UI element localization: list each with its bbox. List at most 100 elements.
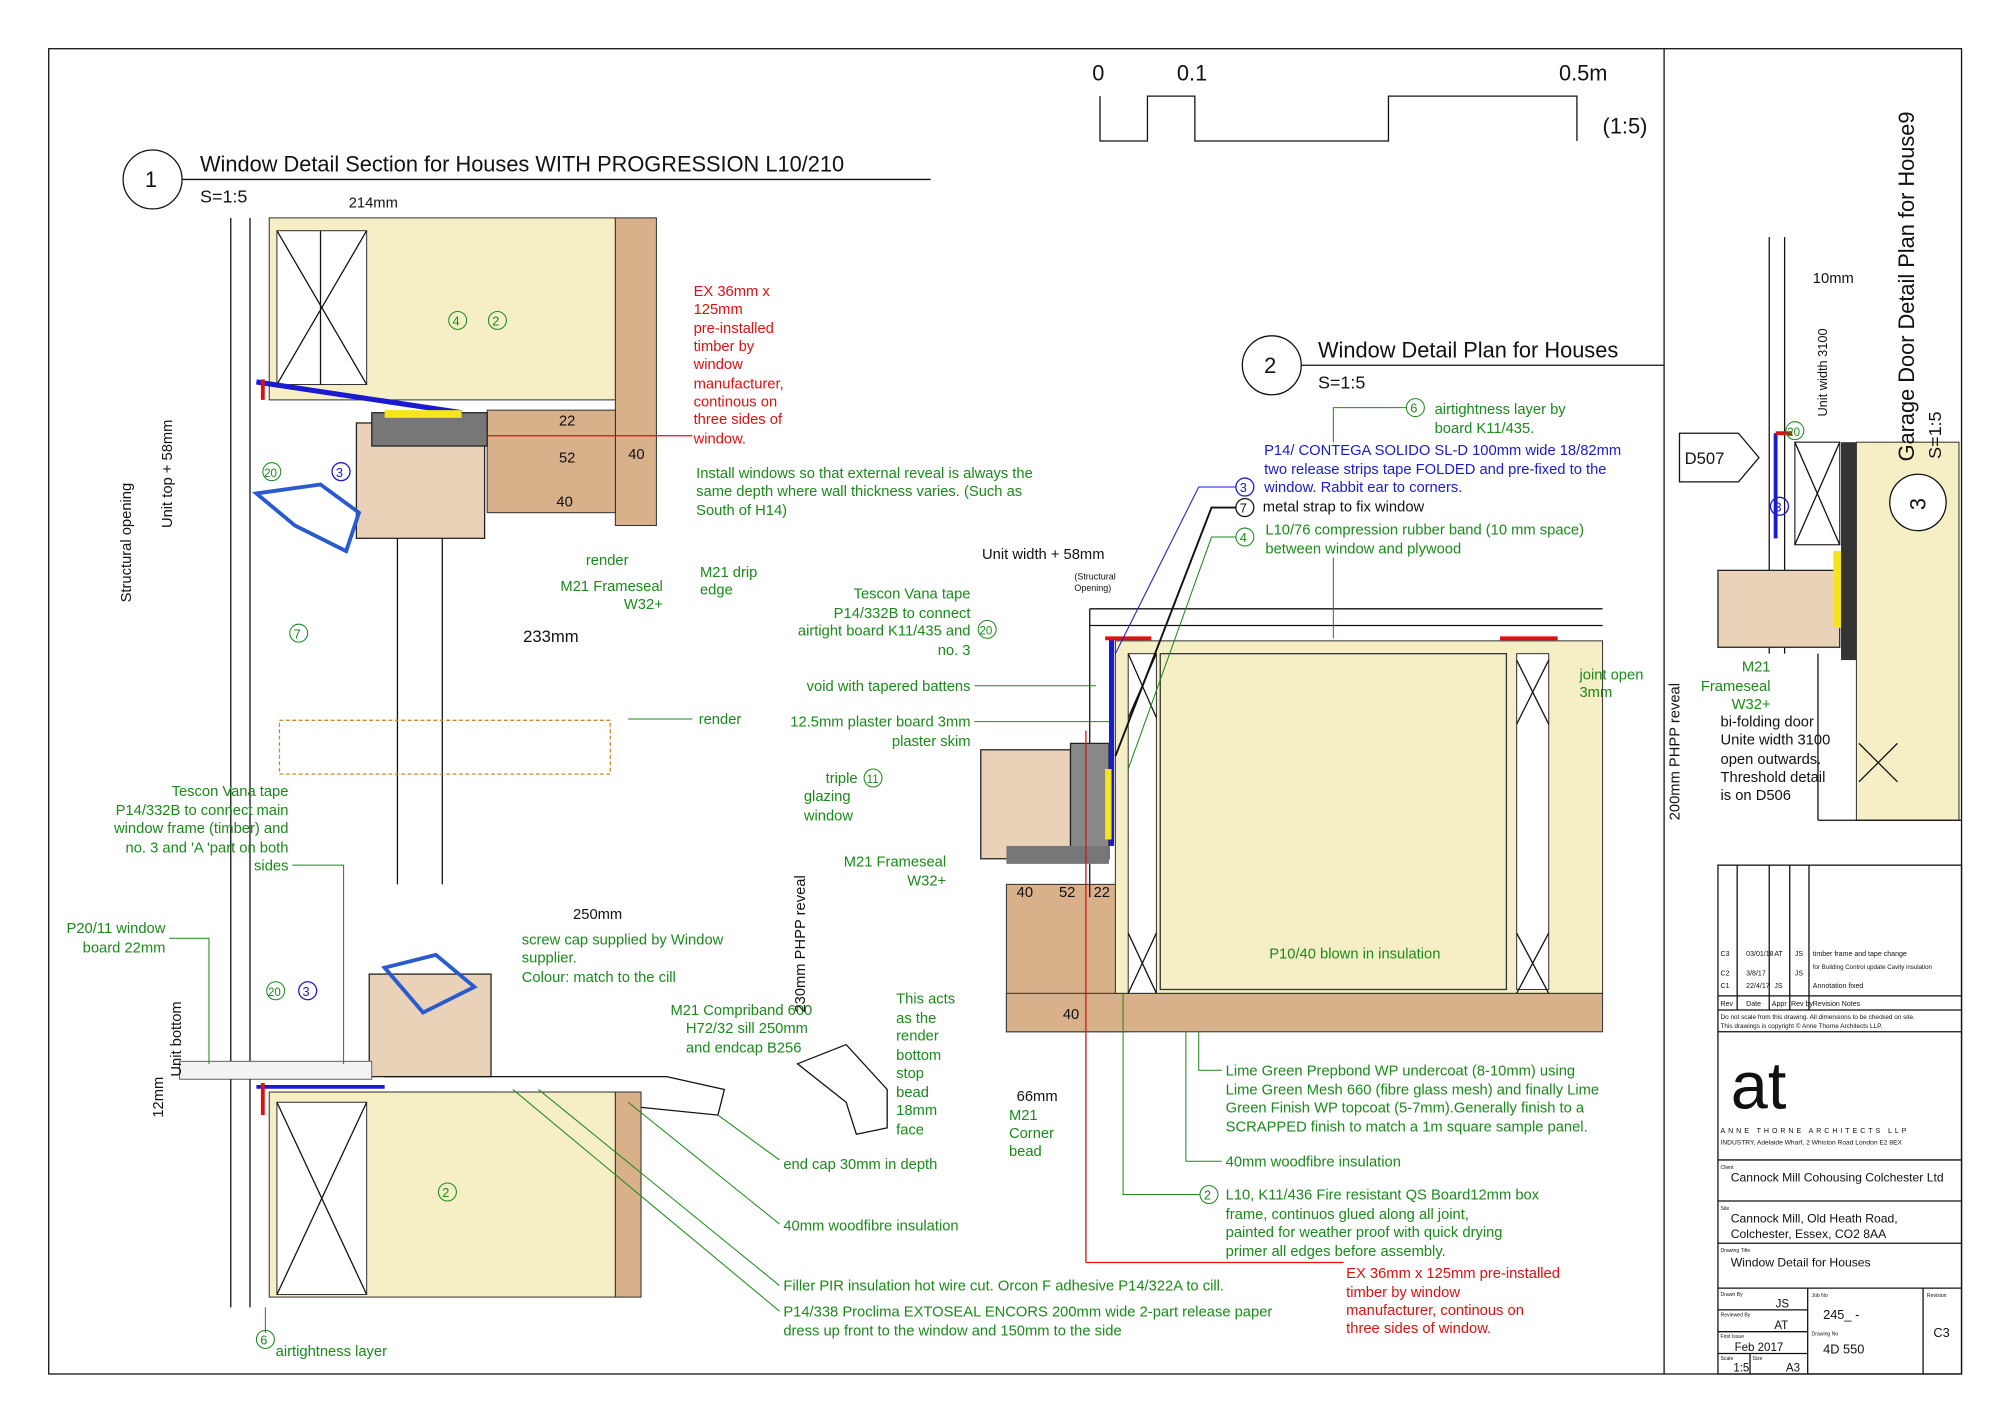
detail2-markers-0-text: 6 <box>1410 401 1417 416</box>
detail2-lime-1-text: Lime Green Mesh 660 (fibre glass mesh) a… <box>1226 1083 1600 1099</box>
detail1-install_note-2-text: South of H14) <box>696 503 787 519</box>
middle-bead_note-5-text: bead <box>896 1085 929 1101</box>
title_block-headers-notes-text: Revision Notes <box>1813 1001 1861 1008</box>
title-block: C3 03/01/18 AT JS timber frame and tape … <box>1717 864 1963 1375</box>
scale-bar: 0 0.1 0.5m (1:5) <box>1092 61 1648 142</box>
detail1-dims-d233-text: 233mm <box>523 627 579 646</box>
detail1-render1-text: render <box>586 553 629 569</box>
title_block-revisions-0-rev-text: C3 <box>1721 951 1730 958</box>
detail1-dims-unit_bottom-text: Unit bottom <box>169 1001 185 1076</box>
detail1-red_note-1-text: 125mm <box>694 302 743 318</box>
detail1-red_note-2-text: pre-installed <box>694 321 774 337</box>
detail3-d10-text: 10mm <box>1813 271 1854 287</box>
detail3-door-0-text: bi-folding door <box>1721 715 1814 731</box>
detail1-red_note-7-text: three sides of <box>694 412 783 428</box>
detail-1-drawing: 214mm 22 52 40 40 233mm 250mm Structural… <box>119 196 726 1308</box>
detail1-screwcap-1-text: supplier. <box>522 951 577 967</box>
scale_bar-t2-text: 0.5m <box>1559 61 1607 86</box>
detail2-tescon-1-text: P14/332B to connect <box>834 606 971 622</box>
detail2-plaster-0-text: 12.5mm plaster board 3mm <box>790 715 970 731</box>
title_block-revisions-2-notes-text: Annotation fixed <box>1813 983 1864 990</box>
title_block-job_label-text: Job No <box>1812 1293 1828 1299</box>
detail2-num-text: 2 <box>1264 353 1276 378</box>
detail2-red_note-0-text: EX 36mm x 125mm pre-installed <box>1346 1266 1560 1282</box>
detail3-unit_width-text: Unit width 3100 <box>1815 328 1830 416</box>
title_block-disclaimer-0-text: Do not scale from this drawing. All dime… <box>1721 1014 1916 1021</box>
detail1-install_note-1-text: same depth where wall thickness varies. … <box>696 484 1022 500</box>
detail-2-heading: 2 Window Detail Plan for Houses S=1:5 <box>1241 335 1665 396</box>
detail3-num-text: 3 <box>1906 498 1931 510</box>
detail1-screwcap-2-text: Colour: match to the cill <box>522 970 676 986</box>
title_block-dwg-text: 4D 550 <box>1823 1341 1864 1356</box>
detail1-markers-8-text: 6 <box>260 1333 267 1348</box>
detail3-frameseal-0-text: M21 <box>1742 660 1771 676</box>
detail1-dims-d52-text: 52 <box>559 451 575 467</box>
title_block-revisions-2-date-text: 22/4/17 <box>1746 983 1770 990</box>
detail2-contega-1-text: two release strips tape FOLDED and pre-f… <box>1264 462 1606 478</box>
detail2-markers-4-text: 11 <box>867 774 879 786</box>
detail3-phpp-text: 200mm PHPP reveal <box>1667 683 1683 820</box>
middle-d66-text: 66mm <box>1017 1089 1058 1105</box>
title_block-revisions-2-rev-text: C1 <box>1721 983 1730 990</box>
middle-bead_note-1-text: as the <box>896 1011 936 1027</box>
detail2-contega-2-text: window. Rabbit ear to corners. <box>1263 480 1462 496</box>
detail-2-annotations: airtightness layer by board K11/435. P14… <box>790 402 1643 1337</box>
detail1-render2-text: render <box>699 712 742 728</box>
detail1-frameseal-1-text: W32+ <box>624 597 663 613</box>
detail2-strap-text: metal strap to fix window <box>1263 499 1425 515</box>
title_block-revisions-2-appr-text: JS <box>1774 983 1783 990</box>
detail1-tescon-3-text: no. 3 and 'A 'part on both <box>126 840 289 856</box>
title_block-rev_label-text: Revision <box>1927 1293 1947 1299</box>
detail1-install_note-0-text: Install windows so that external reveal … <box>696 466 1033 482</box>
detail2-frameseal-0-text: M21 Frameseal <box>844 854 946 870</box>
middle-bead_note-2-text: render <box>896 1029 939 1045</box>
detail1-markers-1-text: 2 <box>492 314 499 329</box>
middle-bead_note-7-text: face <box>896 1122 924 1138</box>
title_block-dwg_label-text: Drawing No <box>1812 1332 1839 1338</box>
scale_bar-t1-text: 0.1 <box>1177 61 1207 86</box>
detail2-markers-3-text: 4 <box>1240 530 1247 545</box>
detail2-struct_open-0-text: (Structural <box>1074 571 1115 581</box>
title_block-revisions-1-by-text: JS <box>1795 970 1804 977</box>
middle-corner_bead-0-text: M21 <box>1009 1108 1038 1124</box>
detail2-lime-3-text: SCRAPPED finish to match a 1m square sam… <box>1226 1120 1588 1136</box>
detail3-title-text: Garage Door Detail Plan for House9 <box>1894 112 1919 462</box>
detail2-unit_width-text: Unit width + 58mm <box>982 547 1104 563</box>
detail2-tescon-2-text: airtight board K11/435 and <box>798 624 971 640</box>
scale_bar-ratio-text: (1:5) <box>1603 113 1648 138</box>
detail2-qsboard-3-text: primer all edges before assembly. <box>1226 1244 1446 1260</box>
detail1-filler-text: Filler PIR insulation hot wire cut. Orco… <box>783 1279 1224 1295</box>
title_block-site_label-text: Site <box>1721 1206 1730 1212</box>
title_block-drawn-text: JS <box>1776 1298 1790 1310</box>
detail2-void-text: void with tapered battens <box>807 679 971 695</box>
detail2-lime-2-text: Green Finish WP topcoat (5-7mm).Generall… <box>1226 1101 1585 1117</box>
title_block-revisions-1-notes-text: for Building Control update Cavity insul… <box>1813 964 1933 971</box>
detail2-dims-c-text: 22 <box>1094 885 1110 901</box>
detail2-joint-0-text: joint open <box>1578 667 1643 683</box>
detail1-dims-d40a-text: 40 <box>628 447 644 463</box>
detail1-markers-6-text: 3 <box>303 984 310 999</box>
detail1-scale-text: S=1:5 <box>200 187 247 207</box>
title_block-address-text: INDUSTRY, Adelaide Wharf, 2 Whiston Road… <box>1721 1140 1903 1147</box>
middle-bead_note-6-text: 18mm <box>896 1103 937 1119</box>
title_block-site-1-text: Colchester, Essex, CO2 8AA <box>1731 1227 1887 1241</box>
title_block-headers-appr-text: Appr <box>1772 1001 1788 1008</box>
detail2-markers-1-text: 3 <box>1240 480 1247 495</box>
title_block-site-0-text: Cannock Mill, Old Heath Road, <box>1731 1212 1898 1226</box>
detail2-tescon-3-text: no. 3 <box>938 643 971 659</box>
detail3-frameseal-2-text: W32+ <box>1732 697 1771 713</box>
detail1-markers-0-text: 4 <box>453 314 460 329</box>
middle-corner_bead-2-text: bead <box>1009 1144 1042 1160</box>
detail2-glazing-1-text: glazing <box>804 789 851 805</box>
detail1-drip-0-text: M21 drip <box>700 565 757 581</box>
detail1-woodfibre-text: 40mm woodfibre insulation <box>783 1218 958 1234</box>
detail2-woodfibre-text: 40mm woodfibre insulation <box>1226 1154 1401 1170</box>
detail3-ref-text: D507 <box>1685 449 1725 468</box>
detail1-frameseal-0-text: M21 Frameseal <box>560 579 662 595</box>
detail2-joint-1-text: 3mm <box>1579 685 1612 701</box>
cill-bead-notes: This acts as the render bottom stop bead… <box>793 875 1057 1160</box>
detail2-contega-0-text: P14/ CONTEGA SOLIDO SL-D 100mm wide 18/8… <box>1264 443 1621 459</box>
title_block-revisions-0-appr-text: AT <box>1774 951 1783 958</box>
title_block-revisions-0-by-text: JS <box>1795 951 1804 958</box>
detail2-glazing-0-text: triple <box>826 771 858 787</box>
